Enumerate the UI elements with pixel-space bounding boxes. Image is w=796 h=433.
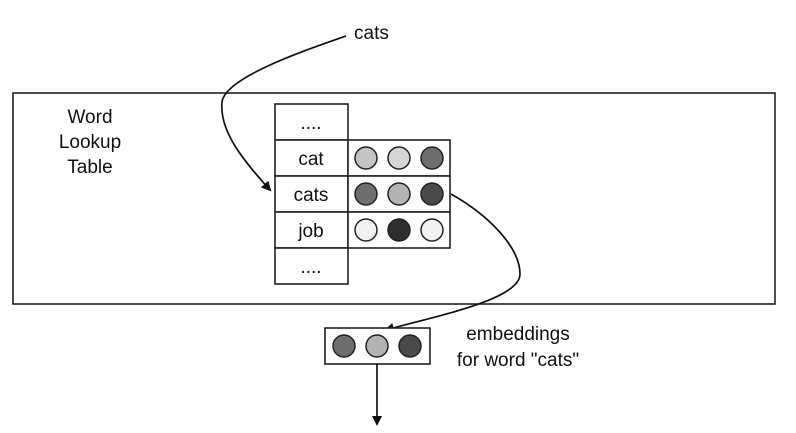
embedding-column [347,139,451,249]
table-title-line-2: Lookup [59,132,121,153]
word-column: .... cat cats job .... [274,103,349,285]
embedding-dot-cat-0 [354,146,378,170]
input-arrow [221,35,347,192]
word-label-3: job [297,221,323,242]
output-dot-0 [332,334,356,358]
embedding-dot-job-1 [387,218,411,242]
embedding-dot-job-2 [420,218,444,242]
embedding-dot-cat-2 [420,146,444,170]
output-dot-1 [365,334,389,358]
embedding-dot-job-0 [354,218,378,242]
output-embedding [324,327,431,365]
table-title-line-3: Table [67,157,112,178]
table-title-line-1: Word [67,107,112,128]
word-label-4: .... [300,257,321,278]
embedding-dot-cats-2 [420,182,444,206]
word-label-0: .... [300,113,321,134]
lookup-arrow [384,193,521,333]
output-dot-2 [398,334,422,358]
embedding-dot-cats-0 [354,182,378,206]
word-label-1: cat [298,149,324,170]
embedding-dot-cat-1 [387,146,411,170]
output-label-line-1: embeddings [466,324,570,345]
input-word-label: cats [354,23,389,44]
embedding-dot-cats-1 [387,182,411,206]
word-cell-4 [274,247,349,285]
output-label-line-2: for word "cats" [457,350,579,371]
word-label-2: cats [294,185,329,206]
